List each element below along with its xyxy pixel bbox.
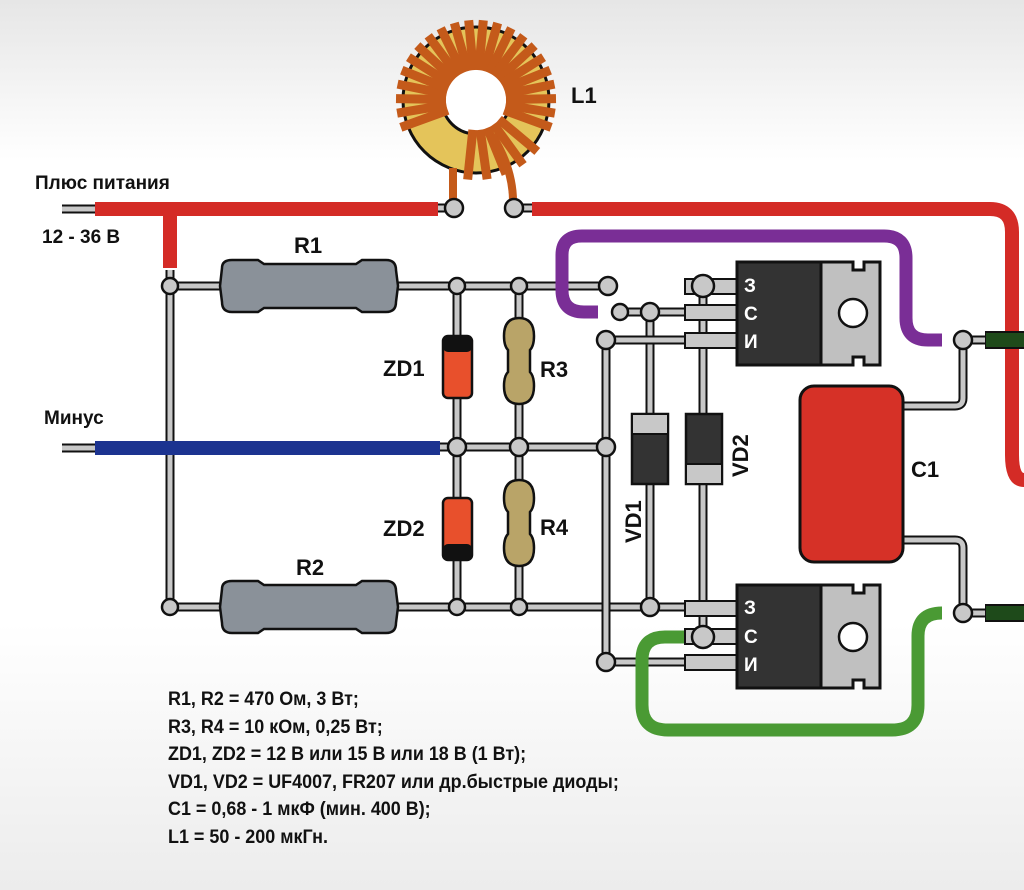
label-c1: C1 [911,457,939,482]
winding-turn [490,33,528,79]
winding-turn [504,79,556,99]
winding-turn [400,65,450,93]
winding-turn [502,106,553,132]
junction-node [160,276,180,296]
junction-node [610,302,630,322]
junction-node [508,436,530,458]
winding-turn [414,42,458,83]
junction-node [160,597,180,617]
junction-node [952,329,974,351]
label-power-voltage: 12 - 36 В [42,227,120,248]
label-power-plus: Плюс питания [35,173,170,194]
resistor-r1 [218,258,400,314]
zener-zd1 [441,334,474,400]
note-line: VD1, VD2 = UF4007, FR207 или др.быстрые … [168,770,619,793]
winding-turn [475,129,492,180]
note-line: C1 = 0,68 - 1 мкФ (мин. 400 В); [168,798,431,820]
winding-turn [396,100,448,118]
winding-turn [496,115,541,155]
inductor-terminal-right [503,197,525,219]
note-line: R3, R4 = 10 кОм, 0,25 Вт; [168,715,383,738]
resistor-r4 [502,478,536,568]
mosfet-top-mount-hole [837,297,869,329]
junction-node [509,276,529,296]
mosfet-bottom: З С И [735,583,882,690]
junction-node [447,597,467,617]
winding-turn [489,121,527,168]
resistor-r3 [502,316,536,406]
winding-turn [450,21,473,73]
junction-node [690,624,716,650]
junction-node [597,275,619,297]
label-l1: L1 [571,83,597,108]
mosfet-bottom-pin-gate: З [744,598,756,619]
label-zd1: ZD1 [383,356,425,381]
label-power-minus: Минус [44,408,104,429]
winding-turn [463,129,478,181]
wire-plus-output [532,202,1024,487]
winding-turn [498,53,546,88]
zener-zd2-band [443,544,472,560]
label-r2: R2 [296,555,324,580]
winding-turn [474,19,488,71]
winding-turn [396,79,448,99]
label-zd2: ZD2 [383,516,425,541]
junction-node [639,301,661,323]
junction-node [595,651,617,673]
zener-zd2 [441,496,474,562]
note-line: R1, R2 = 470 Ом, 3 Вт; [168,688,359,710]
winding-turn [424,33,462,79]
wire-c1-top [900,340,968,411]
mosfet-top: З С И [735,260,882,367]
wire-green [635,606,943,737]
label-r1: R1 [294,233,322,258]
capacitor-c1 [798,384,905,564]
mosfet-bottom-mount-hole [837,621,869,653]
labels: Плюс питания 12 - 36 В Минус L1 R1 R2 R3… [35,83,939,580]
winding-turn [494,42,538,83]
junction-node [639,596,661,618]
component-notes: R1, R2 = 470 Ом, 3 Вт; R3, R4 = 10 кОм, … [168,686,619,851]
label-r3: R3 [540,357,568,382]
note-line: ZD1, ZD2 = 12 В или 15 В или 18 В (1 Вт)… [168,743,527,765]
winding-turn [464,19,478,71]
wire-purple [555,229,942,347]
junction-node [509,597,529,617]
inductor-terminal-left [443,197,465,219]
label-vd1: VD1 [621,500,646,543]
winding-turn [399,106,450,132]
junction-node [952,602,974,624]
winding-turn [436,26,467,76]
junction-nodes [160,273,974,673]
mosfet-top-pin-gate: З [744,276,756,297]
junction-node [690,273,716,299]
winding-turn [485,26,516,76]
junction-node [447,276,467,296]
winding-turn [502,65,552,93]
winding-turn [406,53,454,88]
mosfet-top-pin-drain: С [744,304,758,325]
junction-node [595,436,617,458]
winding-turn [504,100,556,118]
winding-turn [505,94,557,105]
diode-vd1-band [633,415,667,433]
label-r4: R4 [540,515,569,540]
label-vd2: VD2 [728,434,753,477]
resistor-r2 [218,579,400,635]
note-line: L1 = 50 - 200 мкГн. [168,825,328,848]
wire-c1-bottom [900,535,968,613]
inductor-l1 [395,19,557,219]
diode-vd2 [684,412,724,486]
mosfet-top-pin-source: И [744,332,758,353]
winding-turn [479,21,502,73]
junction-node [446,436,468,458]
power-wires [95,202,1024,737]
mosfet-bottom-pin-drain: С [744,627,758,648]
diode-vd2-band [687,465,721,483]
mosfet-bottom-pin-source: И [744,655,758,676]
winding-turn [395,94,447,105]
diode-vd1 [630,412,670,486]
junction-node [595,329,617,351]
zener-zd1-band [443,336,472,352]
